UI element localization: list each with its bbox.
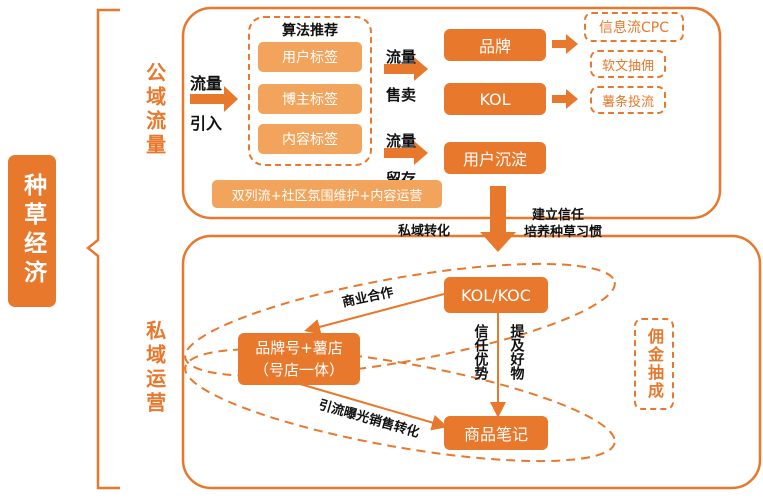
root-box: 种草经济 xyxy=(8,155,56,307)
brand-output-arrow xyxy=(552,34,578,54)
inflow-label: 流量引入 xyxy=(190,74,223,133)
brand-store-box: 品牌号+薯店 （号店一体） xyxy=(238,333,360,385)
algorithm-group xyxy=(248,16,372,166)
product-notes-box: 商品笔记 xyxy=(444,416,548,450)
content-tag-box: 内容标签 xyxy=(258,124,362,154)
transition-arrow xyxy=(480,186,516,252)
sell-arrow xyxy=(384,57,428,81)
loop-ellipse-lower xyxy=(184,347,616,463)
private-conversion-label: 私域转化 xyxy=(398,224,451,239)
sell-label: 流量售卖 xyxy=(386,48,417,104)
public-domain-label: 公域流量 xyxy=(142,62,167,158)
public-domain-frame xyxy=(181,6,722,220)
user-retention-box: 用户沉淀 xyxy=(444,142,546,174)
trust-advantage-label: 信任优势 xyxy=(472,324,489,380)
retain-arrow xyxy=(384,141,428,165)
inflow-arrow xyxy=(190,86,238,112)
habit-label: 培养种草习惯 xyxy=(524,225,603,240)
brand-store-line-1: 品牌号+薯店 xyxy=(255,339,343,357)
build-trust-label: 建立信任 xyxy=(532,208,585,223)
article-commission-box: 软文抽佣 xyxy=(590,50,666,78)
store-to-notes-arrow xyxy=(299,383,448,431)
ops-banner: 双列流+社区氛围维护+内容运营 xyxy=(212,180,442,208)
private-domain-frame xyxy=(181,234,762,490)
private-domain-label: 私域运营 xyxy=(142,320,167,416)
recommend-label: 提及好物 xyxy=(508,324,525,380)
kol-box: KOL xyxy=(444,83,546,115)
kol-koc-box: KOL/KOC xyxy=(444,277,548,313)
user-tag-box: 用户标签 xyxy=(258,42,362,72)
algorithm-title: 算法推荐 xyxy=(282,23,338,39)
kol-output-arrow xyxy=(552,89,578,109)
loop-ellipse-upper xyxy=(184,262,616,378)
outer-bracket xyxy=(85,8,120,490)
feed-cpc-box: 信息流CPC xyxy=(584,12,684,42)
brand-box: 品牌 xyxy=(444,29,546,61)
brand-store-line-2: （号店一体） xyxy=(253,361,344,379)
commission-box: 佣金抽成 xyxy=(634,318,674,410)
biz-coop-arrow xyxy=(304,293,445,335)
chips-ads-box: 薯条投流 xyxy=(590,86,666,114)
root-label: 种草经济 xyxy=(19,173,46,289)
blogger-tag-box: 博主标签 xyxy=(258,84,362,114)
commission-label: 佣金抽成 xyxy=(645,328,664,400)
